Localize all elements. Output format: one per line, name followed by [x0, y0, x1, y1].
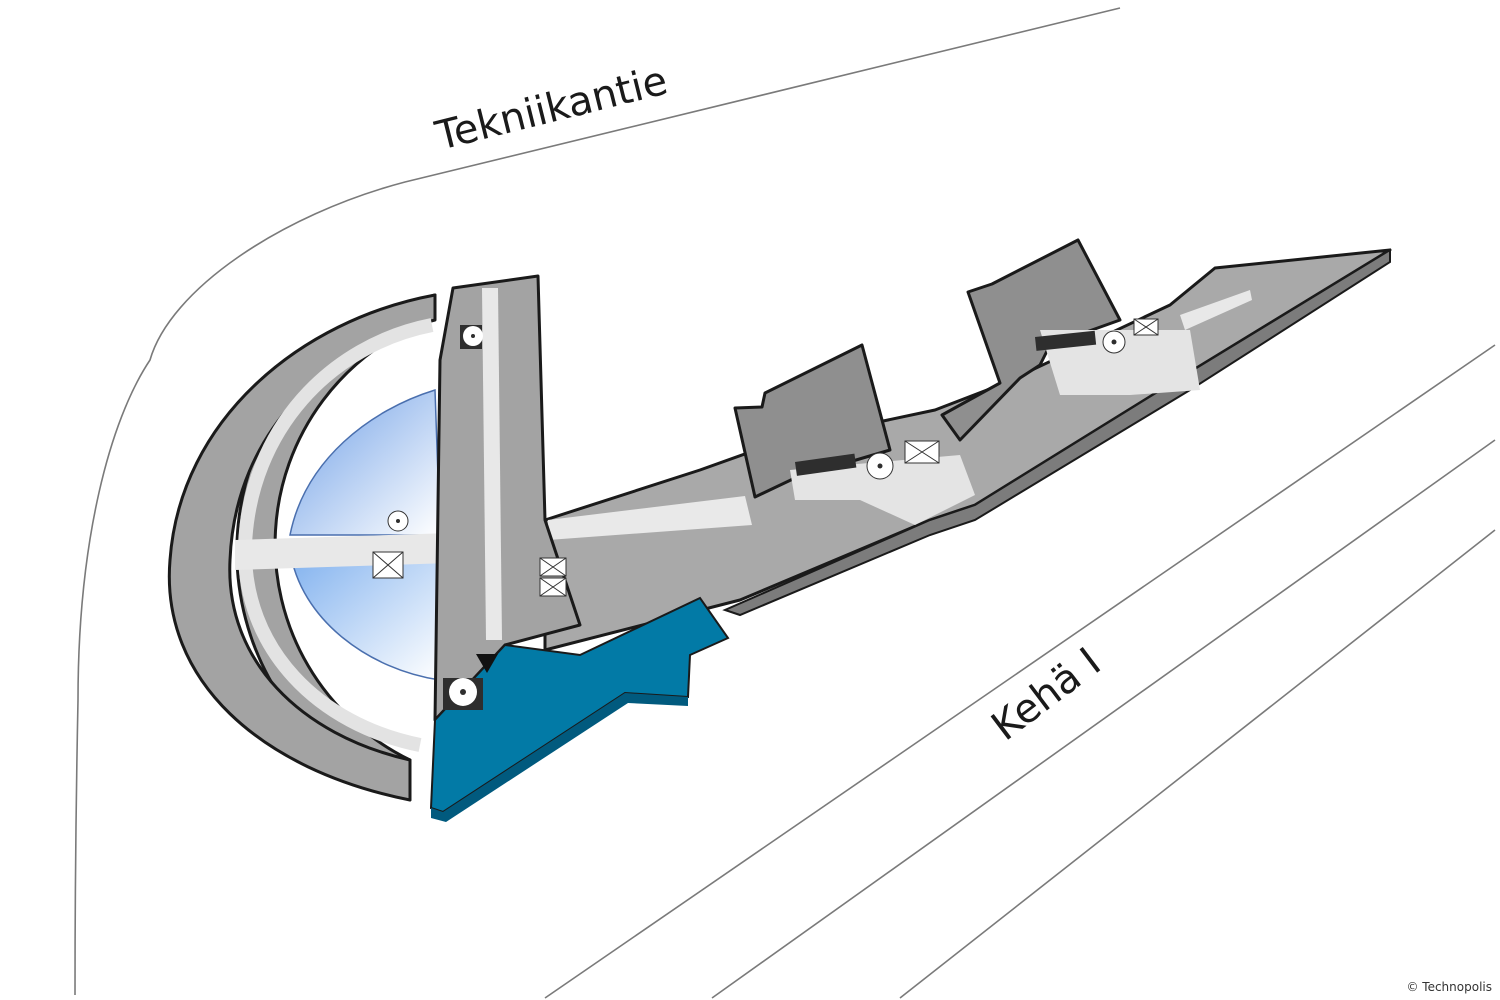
east-wing-edge	[722, 248, 1391, 617]
office-block-2	[940, 238, 1122, 442]
east-corridor-tip	[1180, 290, 1252, 330]
stair-icon	[866, 452, 894, 480]
road-keha-1-edge-3	[899, 529, 1496, 999]
stair-icon	[443, 678, 483, 710]
elevator-icon	[372, 551, 404, 579]
stair-icon	[460, 325, 483, 349]
street-label-south: Kehä I	[983, 639, 1109, 750]
central-block	[433, 274, 582, 722]
copyright-credit: © Technopolis	[1406, 980, 1492, 994]
you-are-here-icon	[476, 654, 498, 673]
road-keha-1-edge-2	[711, 439, 1496, 999]
highlighted-area-edge	[431, 693, 688, 822]
west-wing-ring-fill	[167, 293, 437, 802]
atrium-south	[289, 549, 441, 681]
building	[167, 238, 1392, 822]
roads	[74, 7, 1496, 999]
road-keha-1-edge-1	[544, 344, 1496, 999]
east-corridor-2	[790, 455, 975, 525]
stair-icon	[387, 510, 409, 532]
east-wing-slab	[543, 248, 1392, 652]
elevator-icon	[904, 440, 940, 464]
elevator-icon	[1133, 318, 1159, 336]
east-corridor	[548, 496, 752, 540]
atrium-north	[289, 388, 441, 536]
core-1	[794, 453, 857, 476]
core-2	[1035, 330, 1097, 351]
elevator-icon	[539, 557, 567, 597]
stair-icon	[1102, 330, 1126, 354]
road-tekniikantie-edge	[74, 7, 1121, 996]
street-label-north: Tekniikantie	[430, 58, 672, 160]
central-corridor	[482, 288, 502, 640]
